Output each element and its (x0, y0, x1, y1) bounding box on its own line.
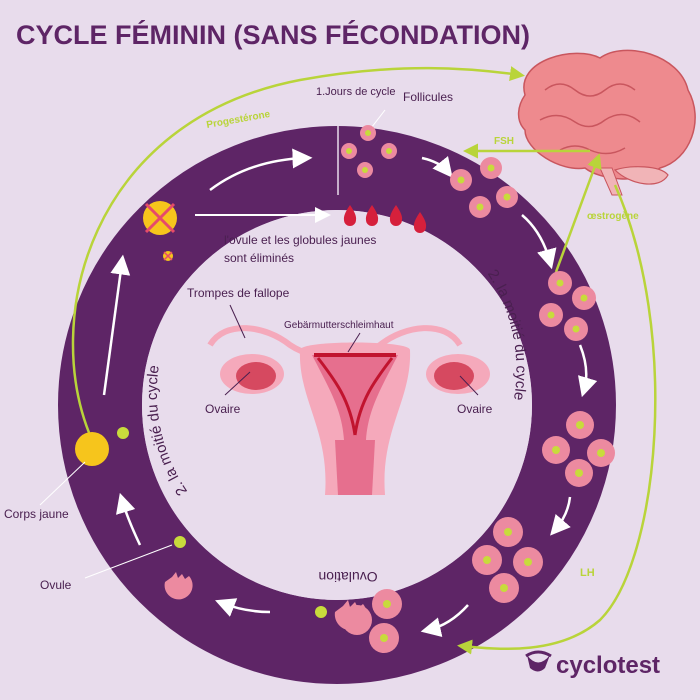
endometrium-label: Gebärmutterschleimhaut (284, 320, 394, 331)
endometrium-pointer (347, 332, 361, 353)
empty-follicle-icon (164, 572, 193, 600)
follicle-group-5 (472, 517, 543, 603)
corpus-luteum-icon (75, 432, 109, 466)
progesterone-label: Progestérone (206, 109, 272, 131)
corpus-luteum-label: Corps jaune (4, 507, 69, 521)
ovary-right-pointer (459, 375, 479, 396)
cycle-days-label: 1.Jours de cycle (316, 86, 395, 98)
eliminated-text-line1: l'ovule et les globules jaunes (224, 233, 376, 247)
ovary-left-label: Ovaire (205, 402, 241, 416)
ovule-pointer (84, 544, 173, 579)
follicle-group-3 (539, 271, 596, 341)
brain-illustration (517, 49, 696, 196)
cycle-direction-arrows (102, 148, 598, 637)
progesterone-arrow (71, 66, 525, 441)
page-title: CYCLE FÉMININ (SANS FÉCONDATION) (16, 19, 530, 50)
lh-label: LH (580, 567, 595, 579)
fsh-label: FSH (494, 136, 514, 147)
ovary-right-label: Ovaire (457, 402, 493, 416)
lh-arrow (457, 184, 657, 655)
degenerated-corpus-icon (143, 201, 177, 261)
follicle-group-4 (542, 411, 615, 487)
ovary-left-pointer (224, 371, 251, 396)
ovulation-label: Ovulation (318, 569, 377, 585)
ovule-label: Ovule (40, 578, 72, 592)
fallopian-pointer (229, 304, 246, 339)
brand-name: cyclotest (556, 652, 660, 679)
released-ovule-icon (315, 606, 327, 618)
follicles-label: Follicules (403, 90, 453, 104)
corpus-luteum-pointer (39, 461, 86, 506)
cycle-ring (58, 126, 616, 684)
follicle-group-2 (450, 157, 518, 218)
fallopian-label: Trompes de fallope (187, 286, 290, 300)
small-egg-icon (117, 427, 129, 439)
follicle-group-day1 (341, 125, 397, 178)
ovule-icon (174, 536, 186, 548)
uterus-illustration (207, 325, 490, 495)
oestrogen-label: œstrogène (587, 211, 639, 222)
eliminated-text-line2: sont éliminés (224, 251, 294, 265)
cyclotest-logo (525, 650, 552, 672)
oestrogen-arrow (554, 153, 602, 273)
ruptured-follicle-icon (334, 600, 367, 631)
menstruation-drops (343, 205, 427, 233)
